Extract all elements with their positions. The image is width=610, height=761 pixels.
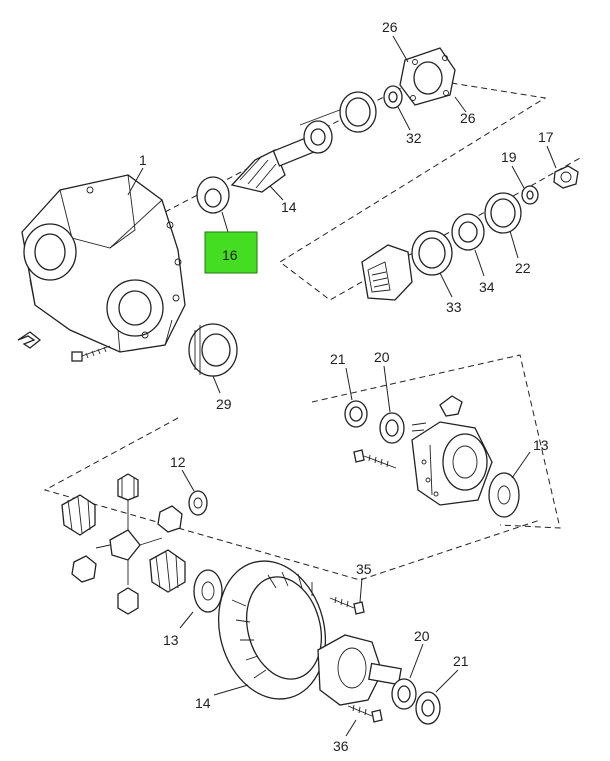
bearing-cone-20b	[391, 678, 417, 710]
clip-part	[17, 331, 42, 349]
cover-26	[399, 47, 456, 106]
highlighted-part-16-marker[interactable]	[204, 231, 258, 274]
pinion-gear-left-lower	[71, 555, 97, 583]
callout-12[interactable]: 12	[170, 454, 186, 470]
callout-21-lower[interactable]: 21	[453, 653, 469, 669]
callout-26-right[interactable]: 26	[460, 110, 476, 126]
callout-14-lower[interactable]: 14	[195, 695, 211, 711]
bearing-34	[451, 213, 485, 251]
washer-12	[188, 490, 208, 516]
bearing-cone-20a	[379, 412, 405, 444]
washer-13b	[193, 569, 223, 613]
adjuster-29	[188, 323, 238, 377]
pinion-gear-top	[117, 473, 139, 501]
bearing-cup-21a	[344, 400, 368, 428]
differential-top-dashed-outline	[311, 354, 561, 529]
callout-14-upper[interactable]: 14	[281, 199, 297, 215]
bolt-35	[329, 596, 365, 615]
spacer-32	[383, 85, 403, 109]
pinion-gear-shaft	[230, 107, 346, 193]
callout-19[interactable]: 19	[501, 149, 517, 165]
callout-35[interactable]: 35	[356, 561, 372, 577]
pinion-assembly-dashed-outline	[164, 77, 581, 301]
bearing-cone-upper	[303, 120, 333, 154]
leader-lines	[127, 35, 557, 737]
cup-33	[411, 230, 453, 276]
bolt-36	[347, 704, 383, 723]
diff-case-upper	[411, 395, 493, 506]
callout-20-lower[interactable]: 20	[414, 628, 430, 644]
callout-33[interactable]: 33	[446, 299, 462, 315]
seal-22	[484, 192, 522, 234]
washer-19	[521, 185, 539, 205]
bolt-upper-long	[353, 449, 397, 469]
pinion-gear-right	[157, 505, 183, 533]
washer-13a	[488, 472, 520, 518]
callout-1[interactable]: 1	[139, 152, 147, 168]
nut-17	[553, 165, 579, 189]
side-gear-right	[149, 549, 186, 593]
housing-bolt	[71, 345, 111, 362]
callout-34[interactable]: 34	[479, 279, 495, 295]
callout-26-top[interactable]: 26	[382, 19, 398, 35]
bearing-cup-21b	[415, 691, 441, 725]
callout-13-lower[interactable]: 13	[163, 632, 179, 648]
callout-21-upper[interactable]: 21	[330, 351, 346, 367]
cross-spider	[95, 500, 163, 585]
callout-29[interactable]: 29	[216, 396, 232, 412]
diff-case-lower	[317, 634, 402, 706]
differential-housing	[21, 174, 186, 353]
differential-gears-dashed-outline	[43, 417, 541, 581]
callout-36[interactable]: 36	[333, 738, 349, 754]
callout-22[interactable]: 22	[515, 260, 531, 276]
bearing-cup-upper	[339, 91, 377, 133]
pinion-gear-bottom	[117, 587, 139, 615]
callout-17[interactable]: 17	[538, 129, 554, 145]
callout-32[interactable]: 32	[406, 130, 422, 146]
callout-20-upper[interactable]: 20	[374, 349, 390, 365]
callout-13-upper[interactable]: 13	[533, 437, 549, 453]
yoke-flange	[361, 244, 413, 301]
side-gear-left	[61, 494, 96, 536]
ring-gear-14	[217, 560, 327, 700]
bearing-16	[196, 176, 230, 214]
callout-16[interactable]: 16	[222, 247, 238, 263]
